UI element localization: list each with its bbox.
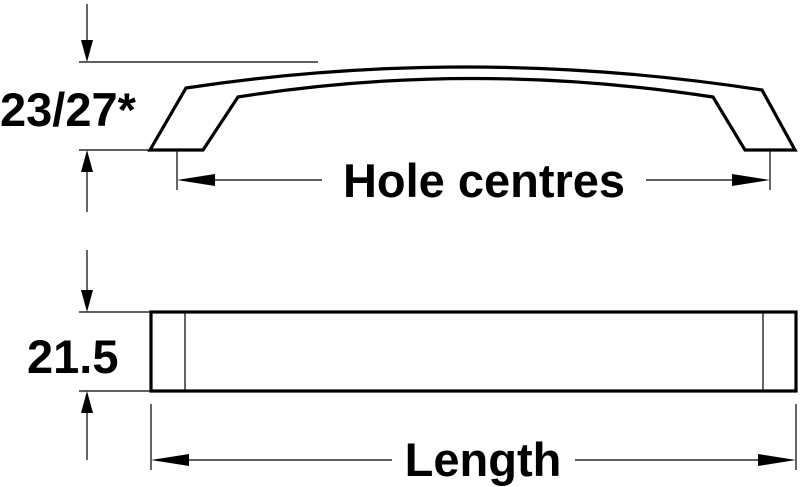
width-dimension: 21.5 — [27, 250, 160, 460]
up-arrow-icon — [81, 150, 93, 172]
right-arrow-icon — [758, 454, 796, 466]
left-arrow-icon — [151, 454, 189, 466]
left-arrow-icon — [177, 174, 215, 186]
down-arrow-icon — [81, 290, 93, 312]
down-arrow-icon — [81, 40, 93, 62]
handle-top-profile — [149, 310, 798, 393]
width-label: 21.5 — [27, 330, 118, 383]
hole-centres-label: Hole centres — [343, 154, 625, 207]
height-label: 23/27* — [0, 83, 137, 136]
side-view: 23/27* Hole centres — [0, 4, 798, 212]
handle-side-profile — [147, 65, 798, 152]
up-arrow-icon — [81, 391, 93, 413]
length-dimension: Length — [150, 404, 797, 486]
hole-centres-dimension: Hole centres — [176, 150, 771, 207]
height-dimension: 23/27* — [0, 4, 318, 212]
top-view: 21.5 Length — [27, 250, 798, 486]
length-label: Length — [405, 433, 562, 486]
right-arrow-icon — [732, 174, 770, 186]
